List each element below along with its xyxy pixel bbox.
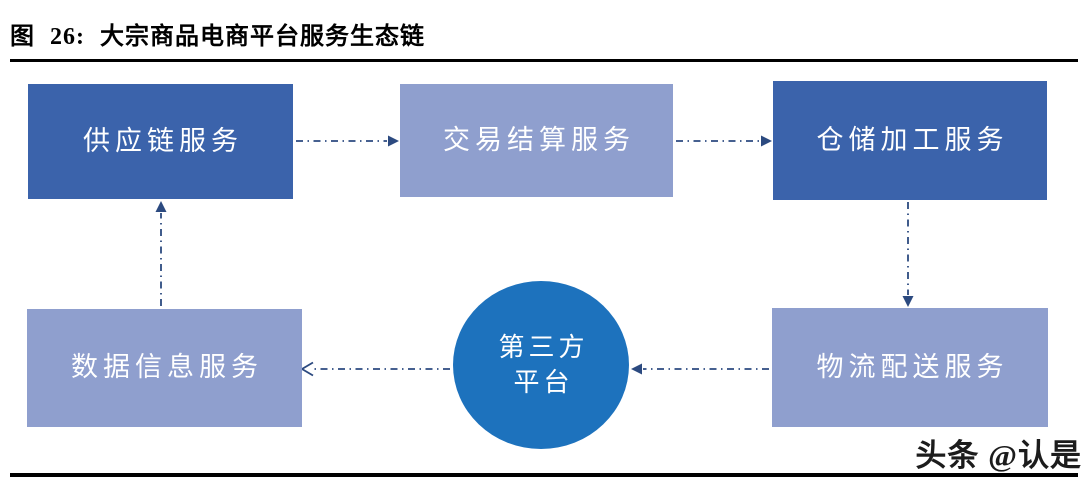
node-logistics-delivery-service: 物流配送服务 — [772, 308, 1048, 427]
node-data-information-service: 数据信息服务 — [27, 309, 302, 427]
arrow-logistics-to-platform — [631, 363, 769, 375]
node-label: 仓储加工服务 — [816, 124, 1009, 155]
node-label: 物流配送服务 — [816, 351, 1009, 382]
arrow-platform-to-datainfo — [300, 361, 450, 377]
node-third-party-platform: 第三方 平台 — [453, 281, 629, 449]
node-label: 供应链服务 — [83, 125, 243, 156]
node-warehousing-processing-service: 仓储加工服务 — [773, 81, 1047, 200]
arrow-datainfo-to-supply — [155, 201, 167, 306]
node-label-line1: 第三方 — [498, 332, 589, 362]
figure-title: 图 26: 大宗商品电商平台服务生态链 — [10, 24, 425, 50]
node-label: 数据信息服务 — [71, 352, 263, 383]
arrow-settlement-to-warehousing — [676, 135, 772, 147]
node-label-line2: 平台 — [513, 368, 574, 397]
node-supply-chain-service: 供应链服务 — [28, 84, 293, 199]
node-transaction-settlement-service: 交易结算服务 — [400, 84, 673, 197]
arrow-warehousing-to-logistics — [902, 202, 914, 307]
bottom-rule — [10, 473, 1078, 477]
title-divider-rule — [10, 59, 1078, 62]
watermark: 头条 @认是 — [915, 438, 1082, 473]
node-label: 交易结算服务 — [443, 124, 635, 155]
arrow-supply-to-settlement — [296, 135, 399, 147]
